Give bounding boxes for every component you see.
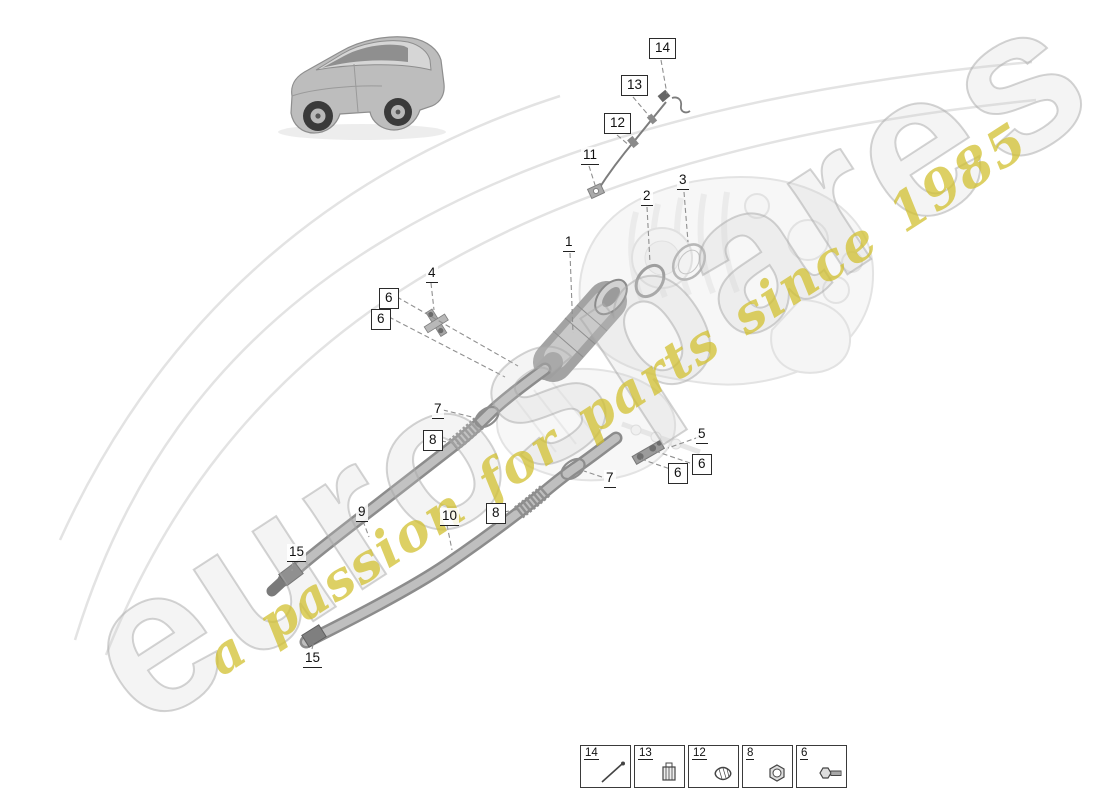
bolt-icon [819,767,842,779]
legend-cell-6: 6 [796,745,847,788]
callout-4: 4 [426,265,438,283]
callout-6: 6 [692,454,712,475]
sensor-connector [657,89,671,103]
legend-item-label: 14 [584,747,599,760]
callout-6: 6 [371,309,391,330]
flex-coupling [447,417,484,452]
callout-14: 14 [649,38,677,59]
catalytic-converter [533,278,628,382]
callout-13: 13 [621,75,649,96]
legend-cell-13: 13 [634,745,685,788]
flex-coupling [513,485,550,519]
sleeve-clamp [278,561,304,587]
callout-12: 12 [604,113,632,134]
callout-5: 5 [696,426,708,444]
callout-3: 3 [677,172,689,190]
callout-6: 6 [379,288,399,309]
exhaust-pipe-front [266,362,552,597]
callout-2: 2 [641,188,653,206]
legend-item-label: 12 [692,747,707,760]
callout-8: 8 [486,503,506,524]
sensor-pigtail [671,96,691,114]
legend-item-label: 8 [746,747,755,760]
legend-item-label: 6 [800,747,809,760]
callout-15: 15 [303,650,323,668]
callout-15: 15 [287,544,307,562]
car-windows [322,44,408,68]
legend-cell-12: 12 [688,745,739,788]
callout-9: 9 [356,504,368,522]
legend-item-label: 13 [638,747,653,760]
cable-clip [627,135,639,149]
fasteners-legend: 14 13 12 8 [580,745,847,788]
nut-icon [769,764,785,782]
leader-lines [291,59,700,650]
callout-11: 11 [581,147,600,165]
pipe-clamp-ring [474,405,500,429]
callout-1: 1 [563,234,575,252]
callout-8: 8 [423,430,443,451]
oxygen-sensor-cable [597,101,667,191]
swoosh-curves [58,60,1037,656]
pipe-clamp-ring [560,457,586,481]
clip-icon [714,766,732,781]
car-thumbnail [278,36,446,140]
callout-7: 7 [432,401,444,419]
callout-7: 7 [604,470,616,488]
exhaust-system [266,89,707,649]
clamp-icon [662,762,676,781]
legend-cell-14: 14 [580,745,631,788]
gasket-ring [671,243,707,281]
legend-cell-8: 8 [742,745,793,788]
mount-bracket [423,308,449,338]
exhaust-pipe-rear [299,431,623,649]
sleeve-clamp [301,624,327,648]
engine-ghost [496,176,875,482]
callout-10: 10 [440,508,460,526]
gasket-ring [634,263,666,299]
sensor-cable-icon [601,761,625,783]
callout-6: 6 [668,463,688,484]
support-bracket [631,439,666,466]
